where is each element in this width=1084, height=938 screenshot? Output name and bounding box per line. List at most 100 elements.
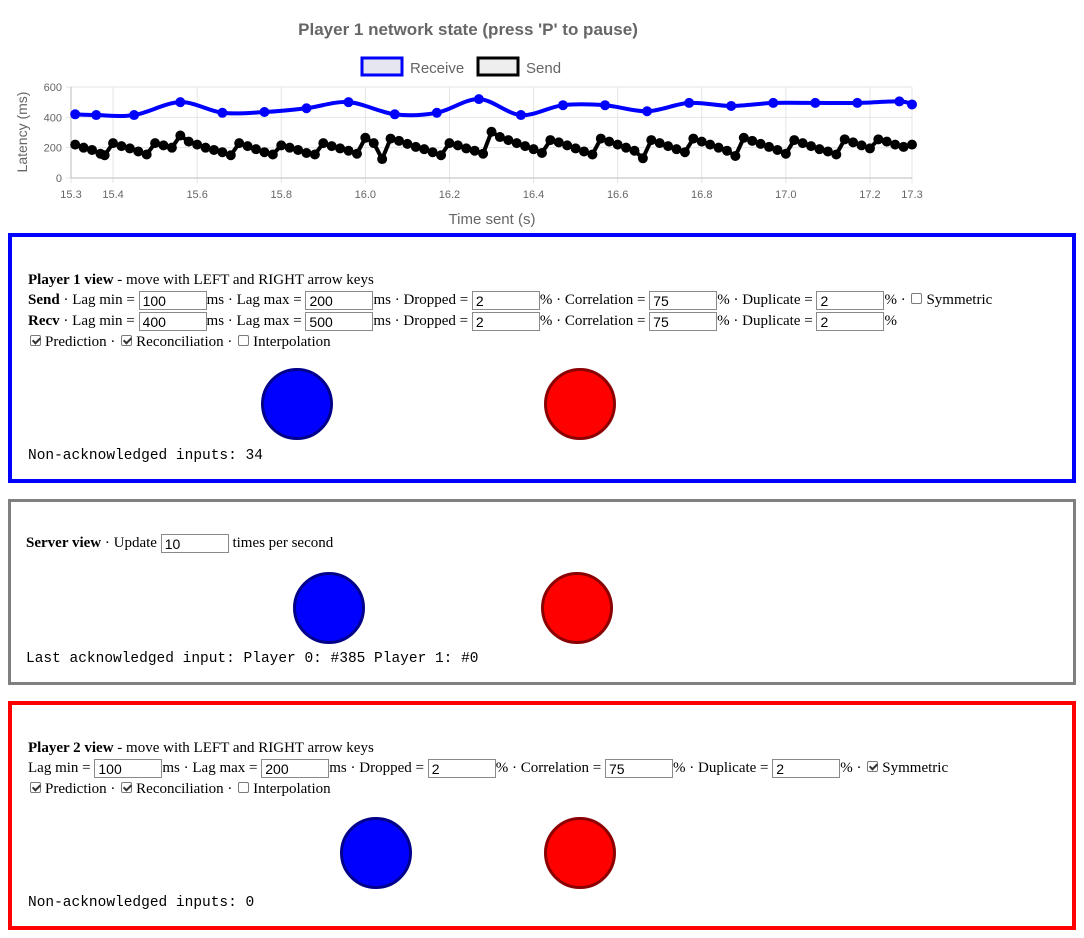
send-dropped-input[interactable]	[471, 291, 540, 311]
data-point-send	[595, 133, 606, 144]
send-duplicate-input[interactable]	[816, 291, 885, 311]
pct-unit: %	[673, 760, 686, 776]
sep: ·	[179, 760, 193, 776]
y-tick-label: 600	[44, 82, 62, 94]
legend-send-swatch[interactable]	[476, 56, 520, 77]
sep: ·	[59, 292, 73, 308]
legend-receive-label[interactable]: Receive	[410, 60, 464, 77]
recv-lag-max-input[interactable]	[305, 312, 374, 332]
reconciliation-label: Reconciliation	[136, 781, 224, 797]
data-point-send	[276, 140, 287, 151]
p2-lag-min-input[interactable]	[94, 759, 163, 779]
recv-dropped-input[interactable]	[471, 312, 540, 332]
data-point-send	[436, 150, 447, 161]
data-point-send	[377, 154, 388, 165]
send-label: Send	[28, 292, 60, 308]
sep: ·	[729, 292, 743, 308]
recv-correlation-input[interactable]	[649, 312, 718, 332]
sep: ·	[223, 781, 237, 797]
player1-options-row: Prediction · Reconciliation · Interpolat…	[28, 332, 331, 353]
player1-view-blue-player	[261, 368, 333, 440]
ms-unit: ms	[373, 313, 391, 329]
player2-interpolation-checkbox[interactable]	[238, 782, 250, 793]
data-point-send	[848, 137, 859, 148]
lag-min-label: Lag min =	[72, 313, 139, 329]
player1-interpolation-checkbox[interactable]	[238, 335, 250, 346]
pct-unit: %	[840, 760, 853, 776]
data-point-send	[528, 144, 539, 155]
ms-unit: ms	[206, 292, 225, 308]
data-point-send	[133, 146, 144, 157]
recv-lag-min-input[interactable]	[138, 312, 207, 332]
sep: ·	[223, 334, 237, 350]
p2-dropped-input[interactable]	[427, 759, 496, 779]
x-axis-label: Time sent (s)	[449, 211, 536, 228]
data-point-send	[663, 141, 674, 152]
data-point-receive	[129, 110, 140, 121]
data-point-send	[604, 136, 615, 147]
player1-reconciliation-checkbox[interactable]	[121, 335, 133, 346]
player2-title: Player 2 view	[28, 740, 114, 756]
data-point-send	[469, 145, 480, 156]
data-point-send	[671, 144, 682, 155]
data-point-send	[570, 143, 581, 154]
data-point-send	[806, 141, 817, 152]
data-point-send	[747, 135, 758, 146]
data-point-send	[654, 138, 665, 149]
p2-duplicate-input[interactable]	[772, 759, 841, 779]
lag-max-label: Lag max =	[192, 760, 262, 776]
sep: ·	[552, 313, 565, 329]
data-point-send	[124, 143, 135, 154]
sep: ·	[390, 292, 404, 308]
legend-receive-swatch[interactable]	[360, 56, 404, 77]
send-lag-min-input[interactable]	[138, 291, 207, 311]
data-point-receive	[852, 97, 863, 108]
data-point-receive	[259, 107, 270, 118]
recv-duplicate-input[interactable]	[816, 312, 885, 332]
data-point-send	[309, 149, 320, 160]
pct-unit: %	[495, 760, 509, 776]
x-tick-label: 16.0	[355, 189, 376, 201]
data-point-send	[898, 141, 909, 152]
data-point-send	[688, 133, 699, 144]
data-point-send	[873, 134, 884, 145]
x-tick-label: 16.4	[523, 189, 544, 201]
data-point-receive	[684, 97, 695, 108]
data-point-send	[284, 142, 295, 153]
p2-correlation-input[interactable]	[605, 759, 673, 779]
data-point-send	[99, 150, 110, 161]
player1-send-row: Send · Lag min = ms · Lag max = ms · Dro…	[28, 290, 992, 311]
data-point-send	[839, 134, 850, 145]
data-point-send	[225, 150, 236, 161]
server-status: Last acknowledged input: Player 0: #385 …	[26, 651, 479, 667]
data-point-send	[637, 153, 648, 164]
data-point-send	[393, 135, 404, 146]
data-point-send	[696, 136, 707, 147]
sep: ·	[896, 292, 910, 308]
player2-prediction-checkbox[interactable]	[30, 782, 41, 793]
correlation-label: Correlation =	[564, 313, 650, 329]
p2-lag-max-input[interactable]	[261, 759, 330, 779]
data-point-send	[234, 138, 245, 149]
send-correlation-input[interactable]	[649, 291, 718, 311]
legend-send-label[interactable]: Send	[526, 60, 561, 77]
player1-symmetric-checkbox[interactable]	[911, 293, 923, 304]
x-tick-label: 15.6	[186, 189, 207, 201]
symmetric-label: Symmetric	[926, 292, 993, 308]
duplicate-label: Duplicate =	[742, 292, 817, 308]
data-point-send	[822, 146, 833, 157]
data-point-send	[890, 139, 901, 150]
data-point-send	[503, 135, 514, 146]
send-lag-max-input[interactable]	[305, 291, 374, 311]
player1-status: Non-acknowledged inputs: 34	[28, 448, 263, 464]
player1-prediction-checkbox[interactable]	[30, 335, 41, 346]
data-point-receive	[907, 99, 917, 110]
interpolation-label: Interpolation	[253, 781, 331, 797]
ms-unit: ms	[162, 760, 180, 776]
data-point-send	[192, 139, 203, 150]
player2-reconciliation-checkbox[interactable]	[121, 782, 133, 793]
player2-symmetric-checkbox[interactable]	[867, 761, 879, 772]
data-point-send	[116, 141, 127, 152]
player1-recv-row: Recv · Lag min = ms · Lag max = ms · Dro…	[28, 311, 897, 332]
server-update-rate-input[interactable]	[160, 534, 229, 554]
